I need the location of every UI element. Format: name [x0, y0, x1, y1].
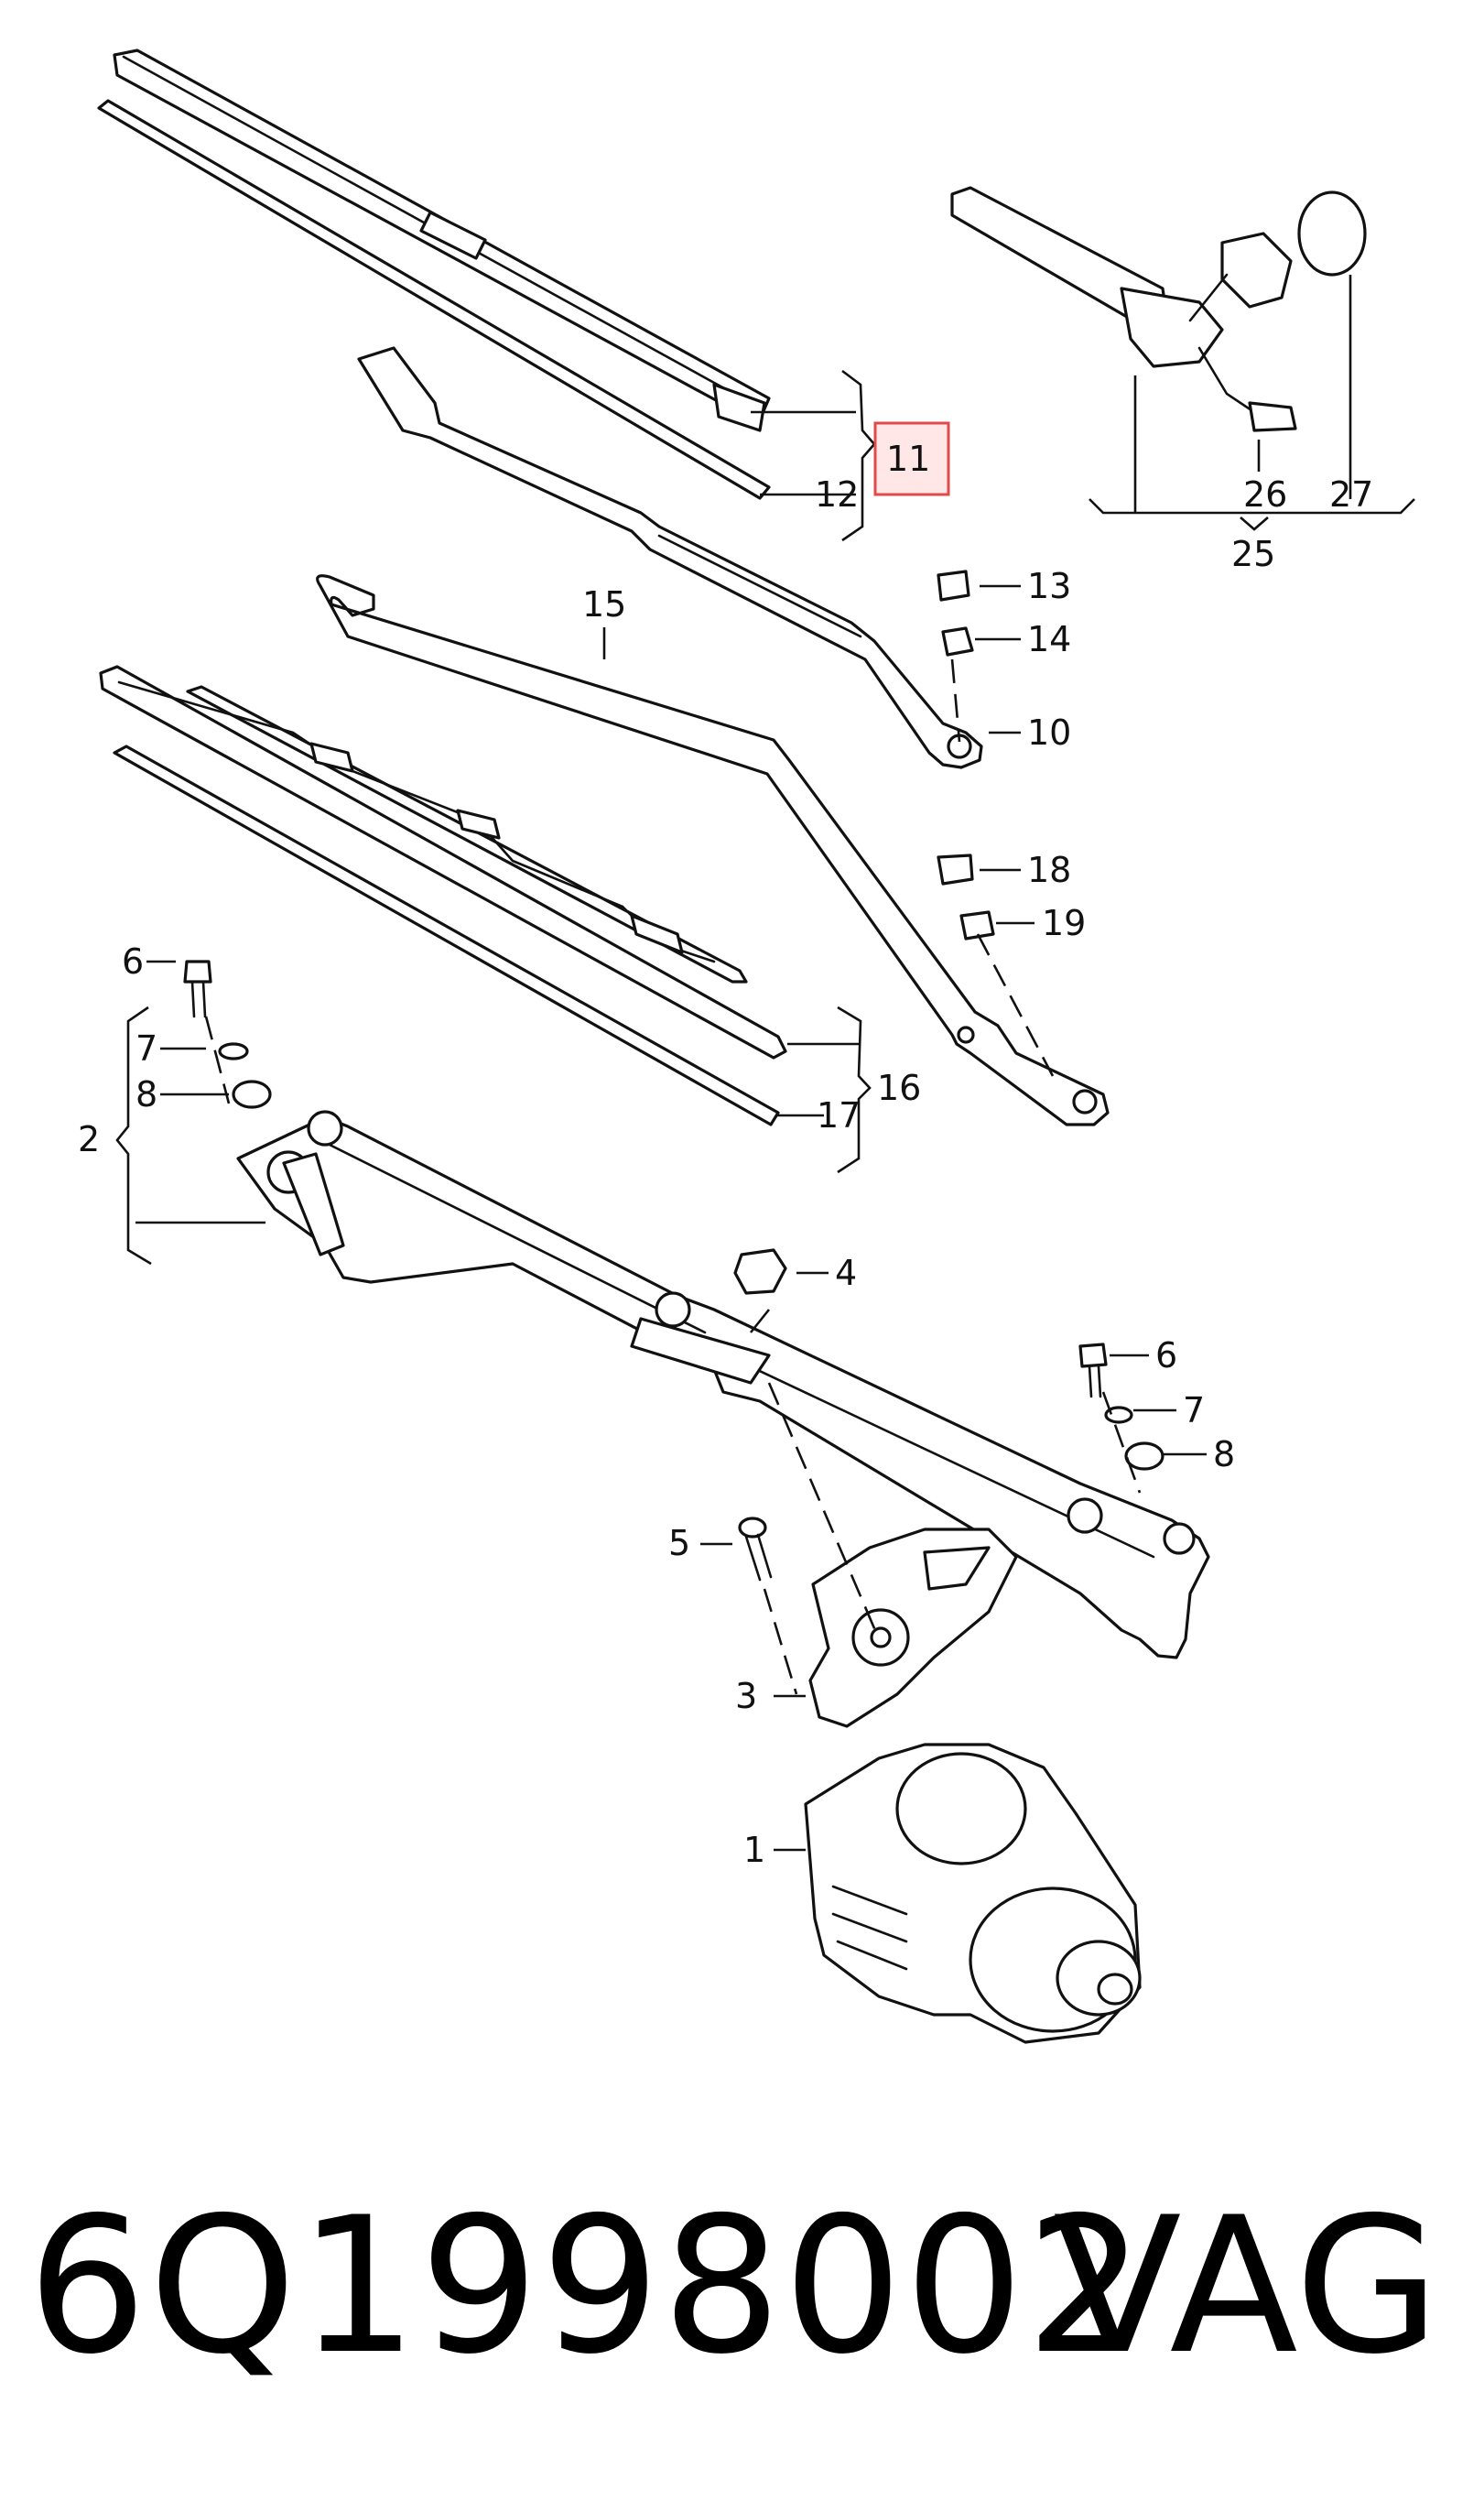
callout-16: 16 [877, 1068, 921, 1108]
callout-14: 14 [1027, 619, 1071, 659]
callout-7-right: 7 [1183, 1390, 1205, 1430]
highlighted-callout-box [873, 421, 950, 496]
callout-8-left: 8 [135, 1074, 157, 1115]
washer-nozzle-assembly [950, 186, 1367, 432]
callout-6-right: 6 [1155, 1335, 1177, 1376]
callout-6-left: 6 [122, 941, 144, 982]
lower-wiper-blade [99, 665, 787, 1060]
upper-wiper-arm [357, 346, 983, 769]
callout-2: 2 [78, 1119, 100, 1159]
long-wiper-arm [316, 574, 1110, 1126]
brand-label: VAG [1053, 2178, 1440, 2396]
callout-27: 27 [1329, 474, 1373, 515]
callout-13: 13 [1027, 566, 1071, 606]
assembly-guide-lines [204, 658, 1142, 1695]
upper-wiper-rubber-strip [97, 99, 771, 500]
callout-26: 26 [1243, 474, 1287, 515]
fasteners [183, 570, 1164, 1582]
callout-19: 19 [1042, 903, 1086, 943]
callout-7-left: 7 [135, 1028, 157, 1069]
callout-25: 25 [1231, 534, 1275, 574]
callout-11: 11 [886, 439, 930, 479]
callout-17: 17 [817, 1095, 861, 1136]
upper-wiper-blade [113, 49, 771, 432]
wiper-system-exploded-diagram: 1 2 3 4 5 6 7 8 6 7 8 10 11 12 13 14 15 … [78, 49, 1415, 2044]
callout-4: 4 [835, 1253, 857, 1293]
wiper-motor [804, 1743, 1142, 2044]
callout-10: 10 [1027, 712, 1071, 753]
callout-12: 12 [815, 474, 859, 515]
callout-8-right: 8 [1213, 1434, 1235, 1474]
leader-lines [115, 275, 1415, 1852]
callout-15: 15 [582, 584, 626, 625]
part-number-label: 6Q1998002 [27, 2178, 1147, 2396]
callout-1: 1 [743, 1830, 765, 1870]
callout-5: 5 [668, 1523, 690, 1563]
callout-18: 18 [1027, 850, 1071, 890]
callout-3: 3 [735, 1676, 757, 1716]
motor-mounting-plate [808, 1528, 1018, 1728]
lower-wiper-rubber-strip [113, 745, 780, 1126]
wiper-linkage-frame [236, 1110, 1210, 1659]
callout-labels: 1 2 3 4 5 6 7 8 6 7 8 10 11 12 13 14 15 … [78, 439, 1373, 1870]
